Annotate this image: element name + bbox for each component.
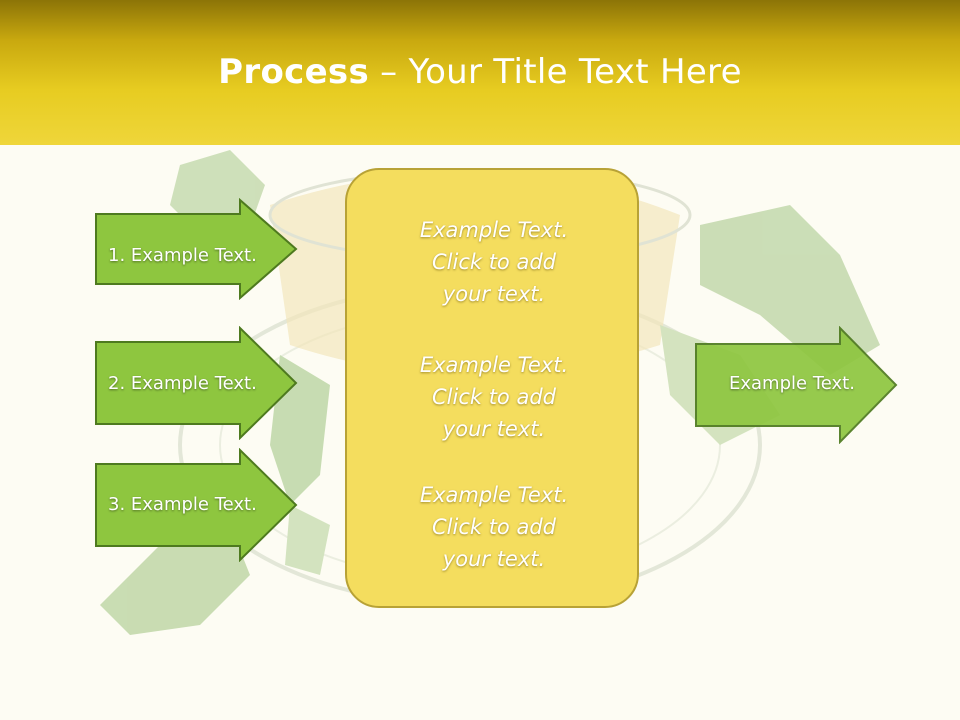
center-paragraph-1-line-1: Example Text.	[419, 218, 569, 242]
center-paragraph-1-line-3: your text.	[442, 282, 546, 306]
center-paragraph-2-line-3: your text.	[442, 417, 546, 441]
title-rest: – Your Title Text Here	[369, 52, 742, 92]
center-text-box[interactable]: Example Text. Click to add your text. Ex…	[345, 168, 639, 608]
left-arrow-3[interactable]	[94, 448, 299, 562]
right-arrow[interactable]	[694, 326, 899, 444]
left-arrow-1[interactable]	[94, 198, 299, 300]
center-paragraph-1: Example Text. Click to add your text.	[347, 214, 641, 310]
title-banner: Process – Your Title Text Here	[0, 0, 960, 145]
left-arrow-2-label: 2. Example Text.	[108, 373, 257, 394]
left-arrow-2[interactable]	[94, 326, 299, 440]
center-paragraph-1-line-2: Click to add	[431, 250, 556, 274]
title-bold: Process	[218, 52, 370, 92]
center-paragraph-2: Example Text. Click to add your text.	[347, 349, 641, 445]
center-paragraph-3-line-1: Example Text.	[419, 483, 569, 507]
left-arrow-3-label: 3. Example Text.	[108, 494, 257, 515]
center-paragraph-3: Example Text. Click to add your text.	[347, 479, 641, 575]
center-paragraph-3-line-2: Click to add	[431, 515, 556, 539]
slide-title[interactable]: Process – Your Title Text Here	[0, 52, 960, 92]
left-arrow-1-label: 1. Example Text.	[108, 245, 257, 266]
center-paragraph-2-line-1: Example Text.	[419, 353, 569, 377]
center-paragraph-2-line-2: Click to add	[431, 385, 556, 409]
center-paragraph-3-line-3: your text.	[442, 547, 546, 571]
right-arrow-label: Example Text.	[729, 373, 855, 394]
